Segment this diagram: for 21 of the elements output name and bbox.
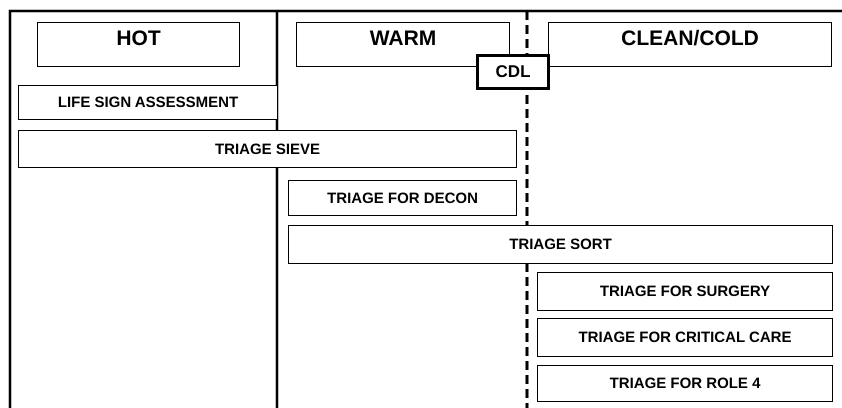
zone-header-box (296, 22, 510, 67)
triage-step-box (18, 130, 517, 168)
triage-step-box (537, 365, 833, 402)
zone-header-box (548, 22, 832, 67)
box-label: TRIAGE FOR DECON (327, 190, 478, 206)
box-label: CLEAN/COLD (621, 27, 759, 51)
triage-step-box (288, 180, 517, 216)
box-label: HOT (116, 27, 161, 51)
box-label: LIFE SIGN ASSESSMENT (58, 94, 238, 111)
box-label: TRIAGE FOR CRITICAL CARE (578, 329, 792, 346)
triage-step-box (537, 272, 833, 311)
zone-header-box (37, 22, 240, 67)
box-label: TRIAGE FOR SURGERY (600, 283, 770, 300)
box-label: TRIAGE FOR ROLE 4 (610, 375, 760, 392)
triage-step-box (18, 85, 278, 120)
box-label: WARM (370, 27, 436, 51)
box-label: TRIAGE SORT (509, 236, 612, 253)
box-label: TRIAGE SIEVE (214, 140, 320, 158)
triage-step-box (537, 318, 833, 357)
box-label: CDL (496, 62, 530, 82)
triage-step-box (288, 225, 833, 264)
